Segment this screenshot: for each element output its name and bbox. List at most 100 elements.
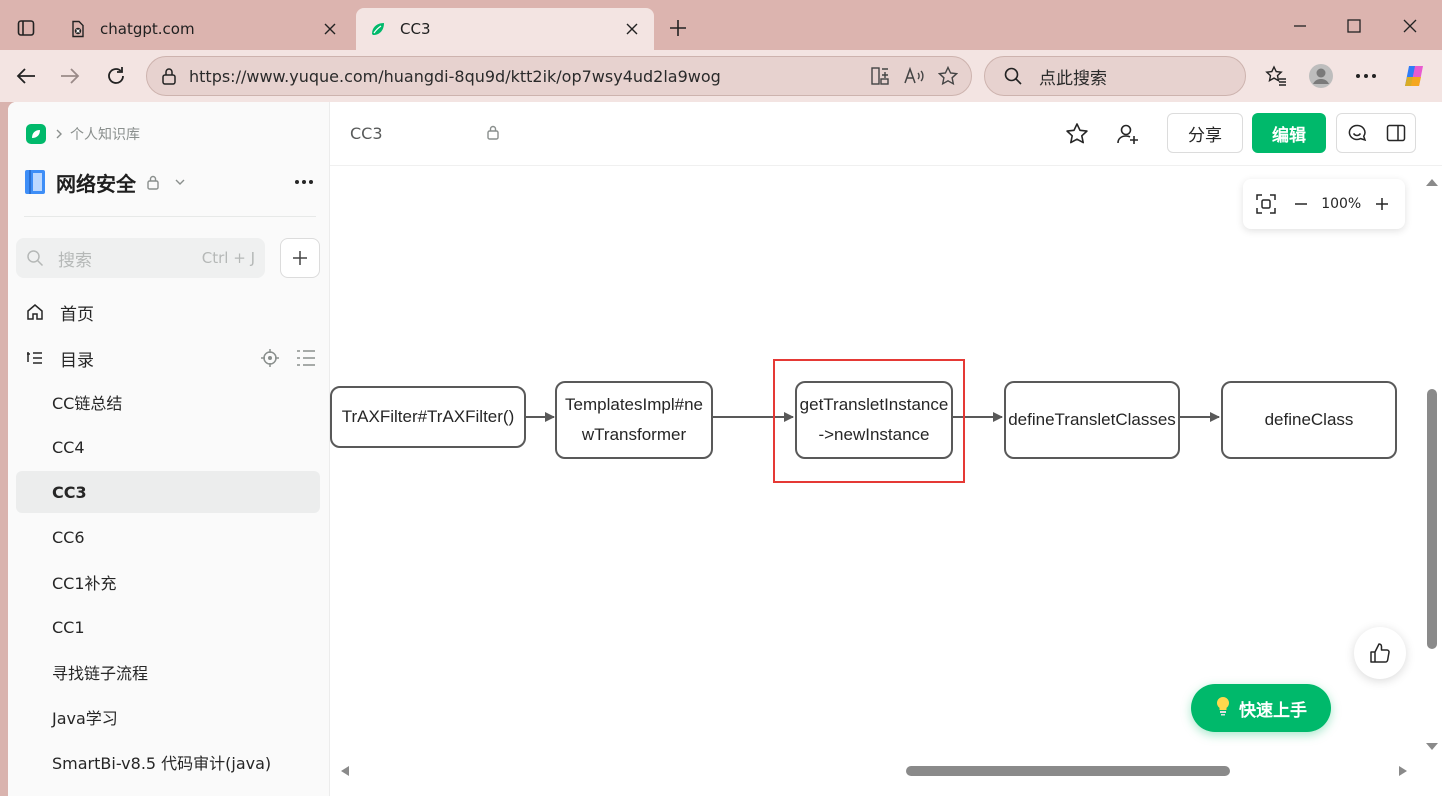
sidebar: 个人知识库 网络安全 搜索 Ctrl + J 首页 目录 (8, 102, 330, 796)
tab-title: CC3 (400, 20, 431, 38)
search-icon (1004, 67, 1022, 85)
lock-icon (486, 124, 500, 144)
add-doc-button[interactable] (280, 238, 320, 278)
book-title[interactable]: 网络安全 (56, 171, 136, 196)
diagram-node[interactable]: defineTransletClasses (1004, 381, 1180, 459)
breadcrumb: 个人知识库 (26, 124, 140, 144)
add-user-icon (1117, 124, 1138, 144)
diagram-node[interactable]: defineClass (1221, 381, 1397, 459)
tab-chatgpt[interactable]: chatgpt.com (56, 8, 352, 50)
yuque-logo-icon[interactable] (26, 124, 46, 144)
vertical-scroll-thumb[interactable] (1427, 389, 1437, 649)
plus-icon (293, 251, 307, 265)
split-screen-icon[interactable] (863, 59, 897, 93)
toc-item-active[interactable]: CC3 (16, 471, 320, 513)
vertical-scrollbar[interactable] (1422, 167, 1442, 764)
tab-actions-button[interactable] (6, 8, 46, 48)
close-icon (1403, 19, 1417, 33)
tab-close-icon[interactable] (320, 19, 340, 39)
node-text: defineTransletClasses (1008, 410, 1176, 429)
toc-item-label: CC6 (52, 527, 85, 547)
toc-item-label: CC1补充 (52, 574, 117, 593)
close-window-button[interactable] (1386, 8, 1434, 44)
more-horizontal-icon (1356, 74, 1376, 78)
back-button[interactable] (8, 58, 44, 94)
fit-view-icon (1256, 194, 1276, 214)
side-panel-icon (1386, 124, 1405, 142)
browser-search-box[interactable]: 点此搜索 (984, 56, 1246, 96)
scroll-left-icon[interactable] (338, 764, 352, 778)
address-bar[interactable]: https://www.yuque.com/huangdi-8qu9d/ktt2… (146, 56, 972, 96)
yuque-favicon-icon (368, 19, 388, 39)
chevron-down-icon[interactable] (174, 177, 186, 187)
tab-cc3[interactable]: CC3 (356, 8, 654, 50)
profile-button[interactable] (1303, 58, 1339, 94)
fit-view-button[interactable] (1252, 190, 1280, 218)
search-placeholder: 搜索 (58, 250, 92, 271)
tab-close-icon[interactable] (622, 19, 642, 39)
diagram-node[interactable]: TrAXFilter#TrAXFilter() (330, 386, 526, 448)
tab-title: chatgpt.com (100, 20, 195, 38)
zoom-out-button[interactable] (1287, 190, 1315, 218)
diagram-connectors (526, 412, 1220, 422)
toc-item[interactable]: SmartBi-v8.5 代码审计(java) (16, 741, 320, 783)
toggle-panel-button[interactable] (1376, 114, 1415, 152)
zoom-control: 100% (1243, 179, 1405, 229)
node-text: ->newInstance (818, 425, 930, 444)
read-aloud-icon[interactable] (897, 59, 931, 93)
minimize-button[interactable] (1276, 8, 1324, 44)
minus-icon (1294, 203, 1307, 205)
toc-item-label: CC1 (52, 617, 85, 637)
reload-button[interactable] (98, 58, 134, 94)
toc-item-label: 寻找链子流程 (52, 664, 149, 683)
plus-icon (1375, 198, 1388, 210)
share-button[interactable]: 分享 (1167, 113, 1243, 153)
lightbulb-icon (1215, 696, 1231, 721)
more-options-icon[interactable] (294, 179, 314, 185)
quick-start-button[interactable]: 快速上手 (1191, 684, 1331, 732)
horizontal-scrollbar[interactable] (330, 764, 1422, 796)
zoom-in-button[interactable] (1368, 190, 1396, 218)
edit-button[interactable]: 编辑 (1252, 113, 1326, 153)
search-icon (27, 250, 44, 267)
favorite-star-icon[interactable] (931, 59, 965, 93)
comment-button[interactable] (1337, 114, 1376, 152)
sidebar-item-toc[interactable]: 目录 (16, 338, 320, 378)
book-icon (25, 170, 45, 194)
more-menu-button[interactable] (1348, 58, 1384, 94)
forward-button[interactable] (52, 58, 88, 94)
sidebar-item-home[interactable]: 首页 (16, 292, 320, 332)
add-collaborator-button[interactable] (1112, 118, 1144, 150)
browser-toolbar: https://www.yuque.com/huangdi-8qu9d/ktt2… (0, 50, 1442, 102)
new-tab-button[interactable] (662, 12, 694, 44)
favorites-icon (1265, 65, 1286, 86)
horizontal-scroll-thumb[interactable] (906, 766, 1230, 776)
diagram-canvas[interactable]: 100% TrAXFilter#TrAXFilter() (330, 167, 1422, 764)
maximize-button[interactable] (1330, 8, 1378, 44)
avatar-icon (1309, 64, 1333, 88)
locate-icon[interactable] (260, 348, 280, 368)
favorites-button[interactable] (1258, 58, 1294, 94)
diagram-node[interactable]: getTransletInstance->newInstance (795, 381, 953, 459)
toc-item[interactable]: CC4 (16, 426, 320, 468)
sidebar-search-input[interactable]: 搜索 Ctrl + J (16, 238, 265, 278)
tab-actions-icon (17, 20, 35, 36)
toc-item[interactable]: Java学习 (16, 696, 320, 738)
toc-item[interactable]: CC6 (16, 516, 320, 558)
scroll-right-icon[interactable] (1396, 764, 1410, 778)
toc-list-icon[interactable] (296, 349, 316, 367)
breadcrumb-personal-library[interactable]: 个人知识库 (70, 127, 140, 143)
toc-item[interactable]: CC1 (16, 606, 320, 648)
scroll-up-icon[interactable] (1422, 175, 1442, 189)
favorite-button[interactable] (1061, 118, 1093, 150)
sidebar-item-label: 首页 (60, 304, 94, 325)
plus-icon (670, 20, 686, 36)
search-placeholder: 点此搜索 (1039, 68, 1107, 89)
copilot-button[interactable] (1396, 58, 1432, 94)
like-button[interactable] (1354, 627, 1406, 679)
scroll-down-icon[interactable] (1422, 740, 1442, 754)
toc-item[interactable]: CC1补充 (16, 561, 320, 603)
toc-item[interactable]: CC链总结 (16, 381, 320, 423)
toc-item[interactable]: 寻找链子流程 (16, 651, 320, 693)
